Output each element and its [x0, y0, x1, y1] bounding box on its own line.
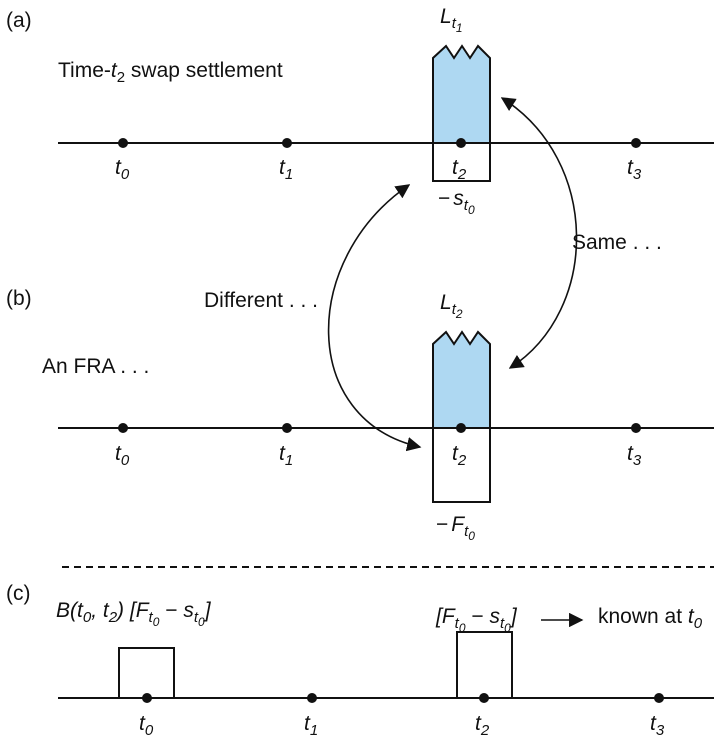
different-arrow	[327, 184, 422, 452]
panel-c-dot-t1	[307, 693, 317, 703]
panel-c-dot-t3	[654, 693, 664, 703]
panel-a-caption: Time-t2 swap settlement	[58, 59, 283, 86]
panel-b-tick-t1: t1	[279, 442, 294, 469]
panel-a	[58, 44, 714, 182]
panel-a-lower-box	[432, 142, 491, 182]
panel-a-dot-t0	[118, 138, 128, 148]
panel-b-dot-t0	[118, 423, 128, 433]
panel-a-tick-t2: t2	[452, 156, 467, 183]
panel-c-box-t2	[456, 631, 513, 699]
panel-c-right-formula: [Ft0 − st0]	[436, 605, 517, 635]
panel-c-tick-t3: t3	[650, 712, 665, 739]
panel-c-tick-t1: t1	[304, 712, 319, 739]
panel-a-label: (a)	[6, 9, 32, 32]
different-annotation: Different . . .	[204, 289, 318, 312]
same-annotation: Same . . .	[572, 231, 662, 254]
panel-a-tick-t1: t1	[279, 156, 294, 183]
same-arrow	[500, 97, 578, 369]
panel-b-bottom-label: −Ft0	[436, 513, 475, 543]
panel-b-upper-box	[432, 330, 491, 429]
panel-c-left-formula: B(t0, t2) [Ft0 − st0]	[56, 599, 211, 629]
panel-b-dot-t3	[631, 423, 641, 433]
panel-c-dot-t2	[479, 693, 489, 703]
panel-b-tick-t2: t2	[452, 442, 467, 469]
panel-b-lower-box	[432, 427, 491, 503]
panel-b-tick-t0: t0	[115, 442, 130, 469]
panel-b-tick-t3: t3	[627, 442, 642, 469]
panel-c-label: (c)	[6, 582, 31, 605]
panel-a-tick-t3: t3	[627, 156, 642, 183]
panel-a-dot-t1	[282, 138, 292, 148]
panel-a-dot-t2	[456, 138, 466, 148]
panel-b-dot-t2	[456, 423, 466, 433]
known-at-t0-label: known at t0	[598, 605, 703, 632]
panel-c-dot-t0	[142, 693, 152, 703]
panel-b-top-label: Lt2	[440, 291, 463, 321]
panel-a-top-label: Lt1	[440, 5, 463, 35]
panel-b-caption: An FRA . . .	[42, 355, 150, 378]
panel-a-upper-box	[432, 44, 491, 144]
panel-a-dot-t3	[631, 138, 641, 148]
panel-c-tick-t0: t0	[139, 712, 154, 739]
panel-a-bottom-label: −st0	[438, 187, 475, 217]
panel-b-dot-t1	[282, 423, 292, 433]
panel-a-tick-t0: t0	[115, 156, 130, 183]
panel-b	[58, 330, 714, 503]
panel-b-label: (b)	[6, 287, 32, 310]
panel-c	[58, 612, 714, 703]
panel-c-box-t0	[118, 647, 175, 699]
panel-c-tick-t2: t2	[475, 712, 490, 739]
